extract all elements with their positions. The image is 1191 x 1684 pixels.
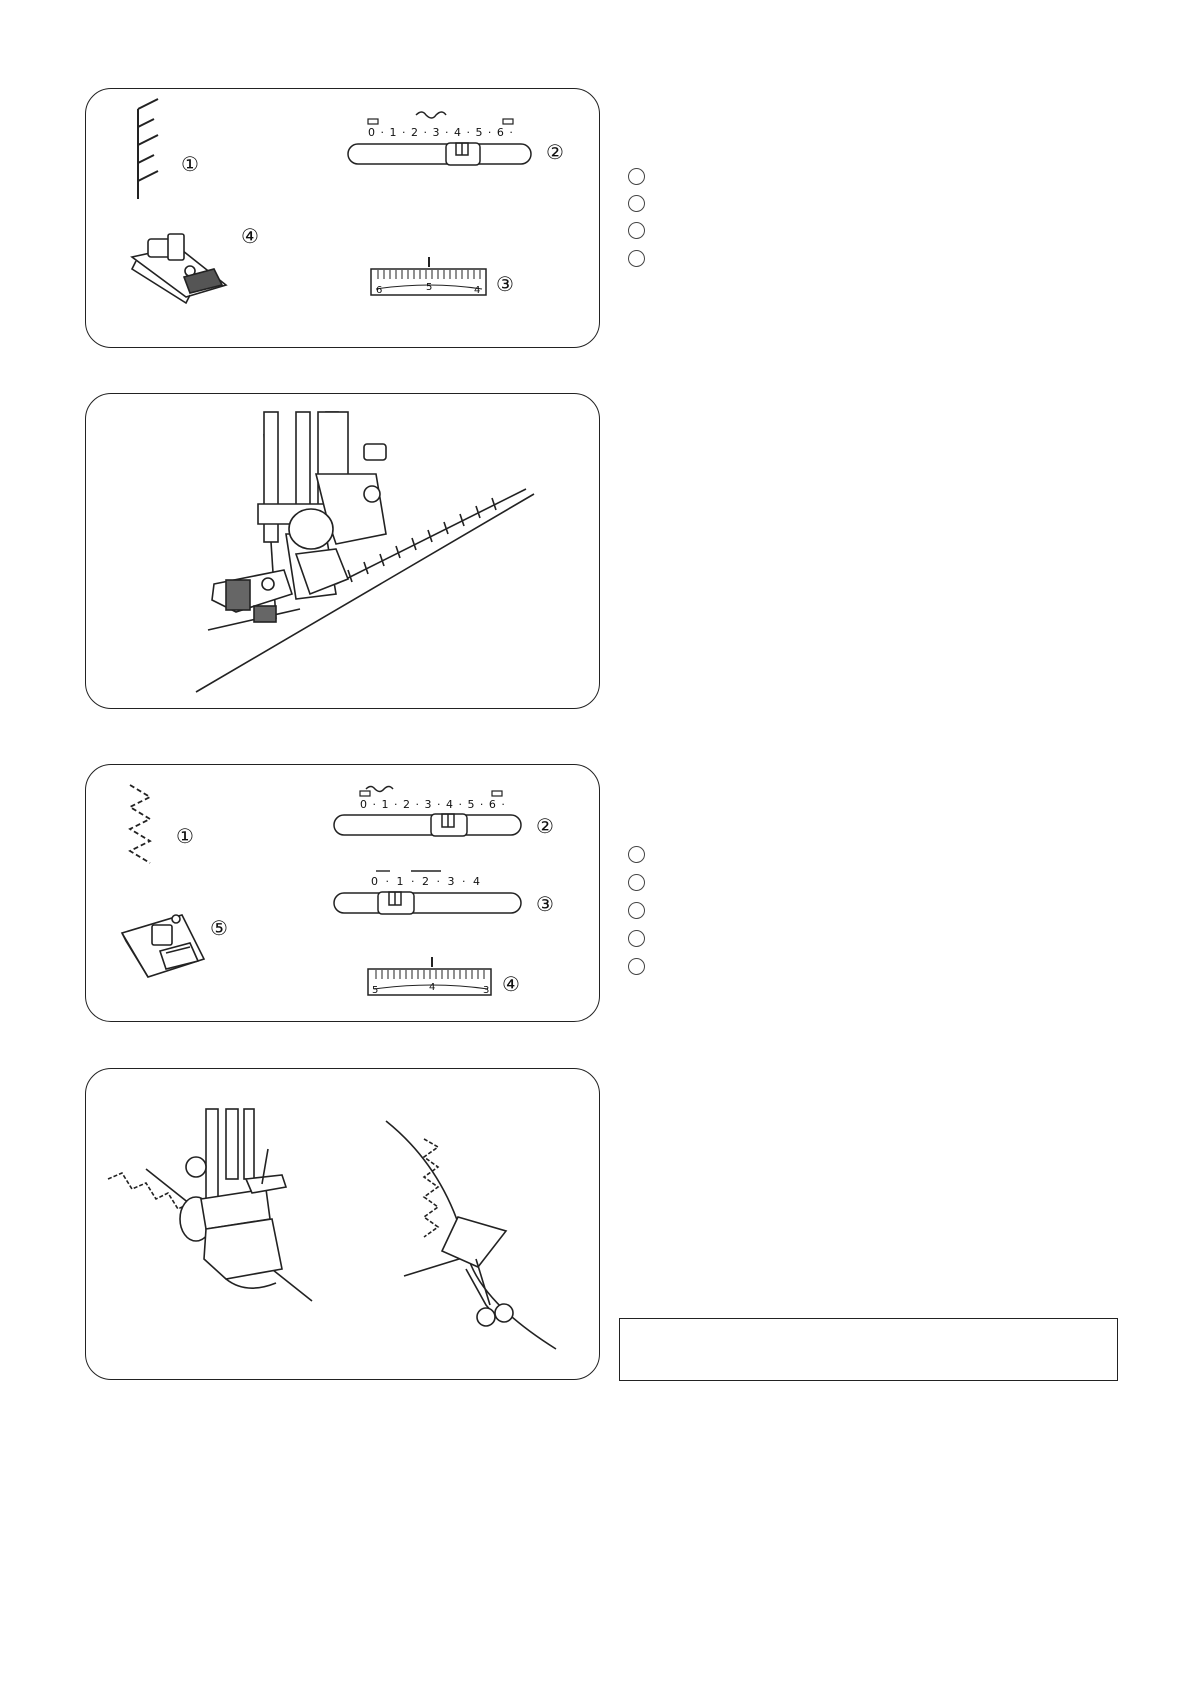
stitch-length-dial: 6 5 4 [370,257,487,296]
stitch-width-scale: 0 · 1 · 2 · 3 · 4 · 5 · 6 · [360,798,506,811]
length-dial-label: ④ [502,972,520,996]
blind-hem-sewing-illustration [85,393,600,709]
length-dial-label: ③ [496,272,514,296]
legend-marker [628,168,645,185]
legend-marker [628,958,645,975]
foot-label: ④ [241,224,259,248]
stitch-width-scale: 0 · 1 · 2 · 3 · 4 · 5 · 6 · [368,126,514,139]
position-dial-label: ③ [536,892,554,916]
foot-label: ⑤ [210,916,228,940]
overcasting-illustration [85,1068,600,1380]
svg-text:3: 3 [483,985,489,996]
width-dial-label: ② [536,814,554,838]
zigzag-pattern-icon [128,784,152,864]
needle-position-dial: 0 · 1 · 2 · 3 · 4 [333,870,522,915]
zigzag-foot-icon [120,914,206,978]
legend-marker [628,195,645,212]
stitch-width-dial: 0 · 1 · 2 · 3 · 4 · 5 · 6 · [347,111,532,166]
needle-position-scale: 0 · 1 · 2 · 3 · 4 [371,875,482,888]
svg-text:4: 4 [474,285,480,296]
width-dial-label: ② [546,140,564,164]
note-box [619,1318,1118,1381]
svg-text:4: 4 [429,982,435,993]
svg-text:6: 6 [376,285,382,296]
legend-marker [628,874,645,891]
legend-marker [628,222,645,239]
svg-text:5: 5 [426,282,432,293]
zigzag-icon [415,111,447,119]
legend-marker [628,846,645,863]
blind-stitch-pattern-icon [137,98,159,199]
legend-marker [628,250,645,267]
legend-marker [628,902,645,919]
zigzag-icon [365,785,394,793]
blind-hem-foot-icon [130,233,228,305]
legend-marker [628,930,645,947]
stitch-width-dial: 0 · 1 · 2 · 3 · 4 · 5 · 6 · [333,785,522,837]
svg-text:5: 5 [372,985,378,996]
pattern-number-label: ① [181,152,199,176]
stitch-length-dial: 5 4 3 [367,957,492,996]
zigzag-settings-panel: ① 0 · 1 · 2 · 3 · 4 · 5 · 6 · ② 0 · 1 · … [85,764,600,1022]
blind-hem-settings-panel: ① 0 · 1 · 2 · 3 · 4 · 5 · 6 · ② ④ [85,88,600,348]
pattern-number-label: ① [176,824,194,848]
